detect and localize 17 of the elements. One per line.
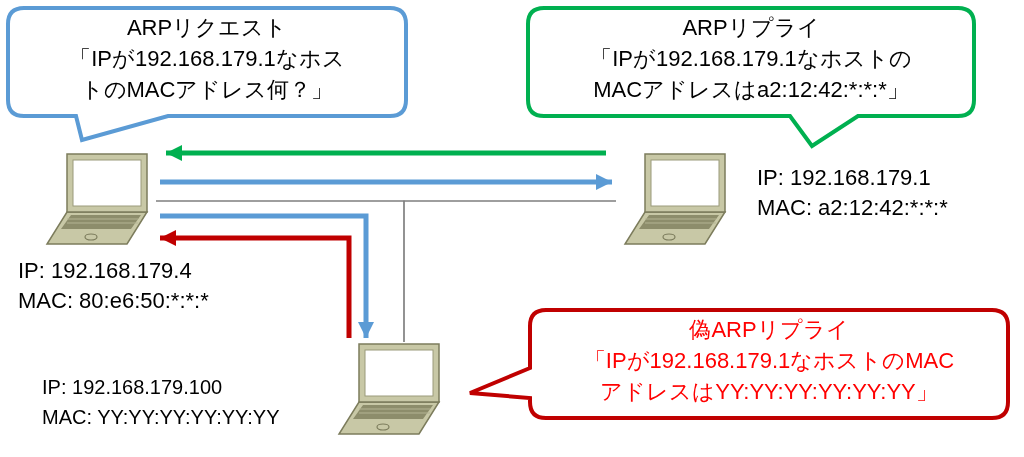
bubble-message: 「IPが192.168.179.1なホストのMACアドレスはa2:12:42:*:*:*」 [589,45,913,104]
ip-address-label: IP: 192.168.179.100 [42,375,224,400]
bubble-heading: 偽ARPリプライ [688,316,850,344]
mac-address-label: MAC: 80:e6:50:*:*:* [18,287,209,315]
bubble-heading: ARPリプライ [681,14,821,42]
arrow [160,174,612,190]
arrow [160,230,352,338]
bubble-message: 「IPが192.168.179.1なホストのMACアドレスはYY:YY:YY:YY:YY:YY」 [582,347,956,406]
arrow [160,213,374,338]
ip-address-label: IP: 192.168.179.4 [18,257,193,285]
network-cable [403,200,617,343]
mac-address-label: MAC: a2:12:42:*:*:* [757,194,948,222]
bubble-message: 「IPが192.168.179.1なホストのMACアドレス何？」 [68,45,346,104]
bubble-heading: ARPリクエスト [125,14,289,42]
mac-address-label: MAC: YY:YY:YY:YY:YY:YY [42,405,280,430]
ip-address-label: IP: 192.168.179.1 [757,164,932,192]
arrow [166,145,606,161]
